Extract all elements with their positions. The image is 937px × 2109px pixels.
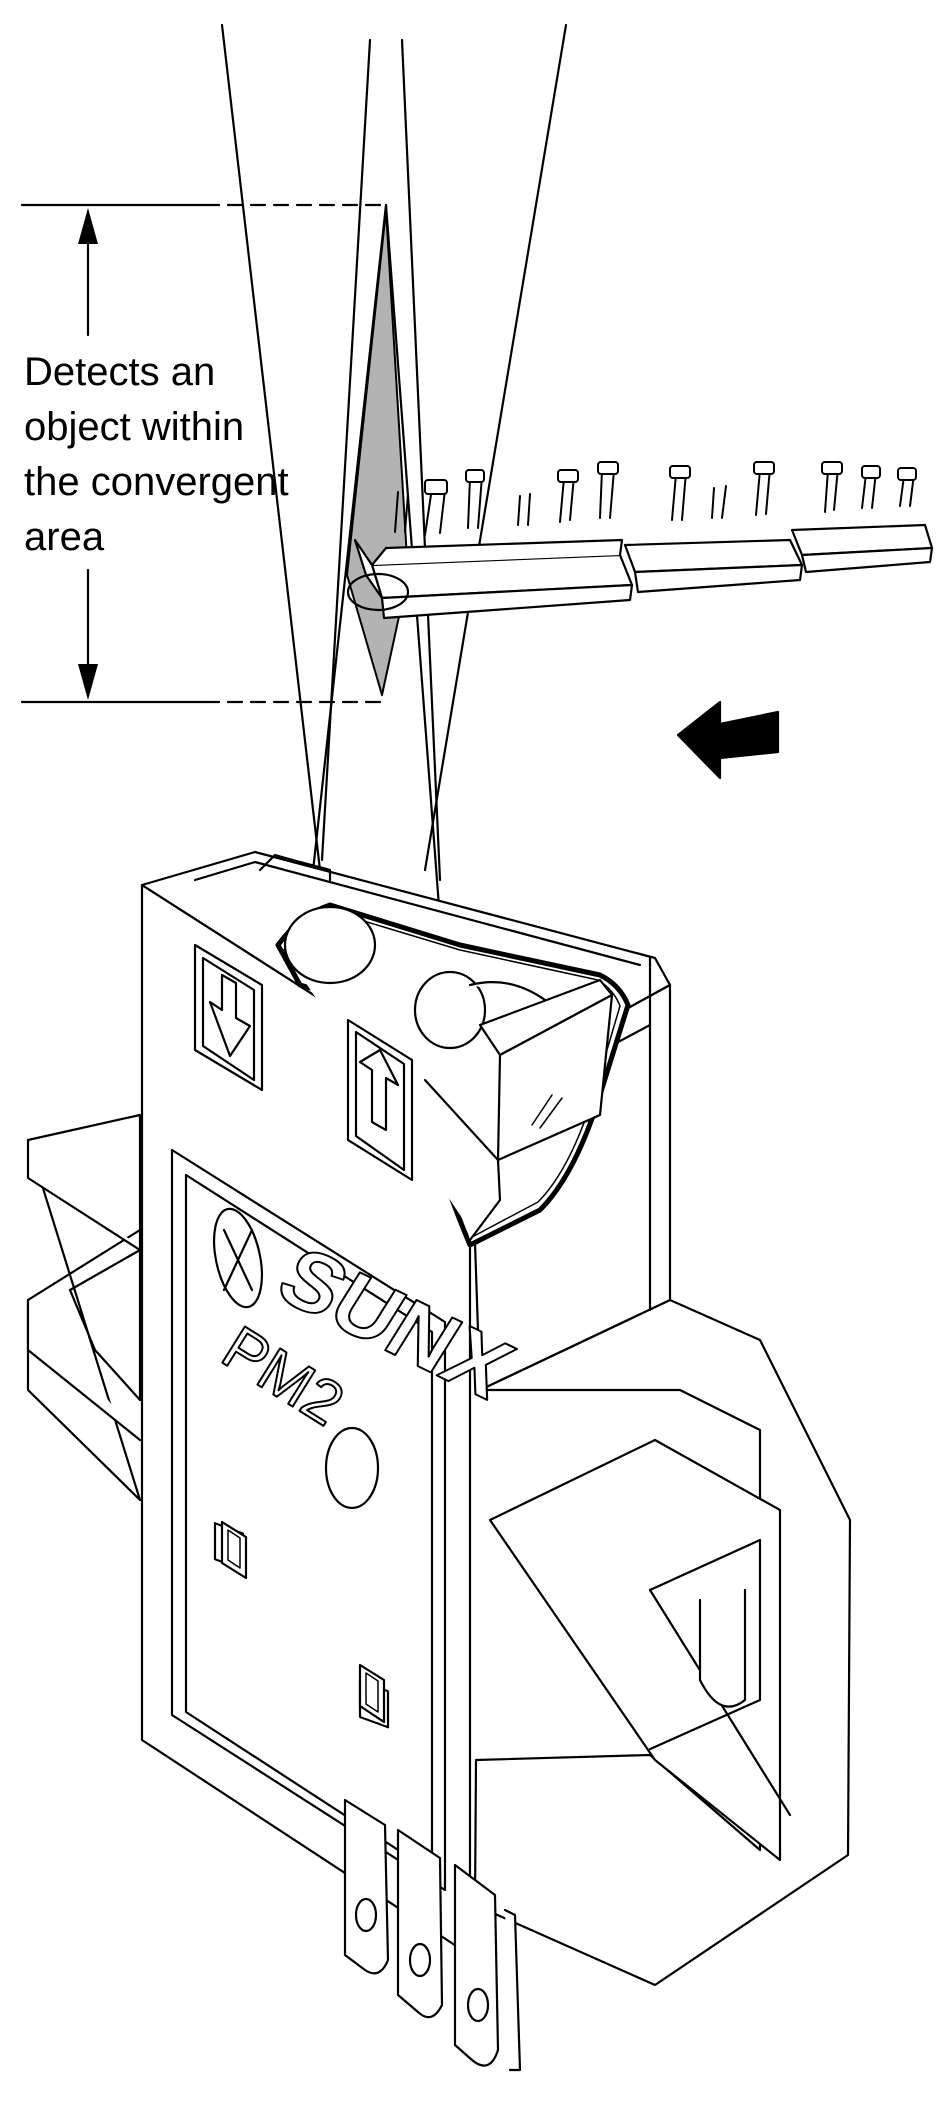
sensor-terminals [343,1798,522,2072]
sensor-left-flange [26,1113,142,1502]
sensor-top-rim [193,853,642,967]
indicator-lamp [324,1426,380,1510]
annotation-line-3: the convergent [24,460,289,504]
arrow-left-icon [676,700,780,780]
arrow-down-icon [193,943,264,1092]
dimension-marker [20,203,382,704]
ic-chip [623,538,804,594]
detected-object-outline [346,572,410,612]
terminal [453,1863,500,2067]
lens-cavity [275,902,631,1248]
ic-chip [790,523,934,574]
sunx-logo-icon [213,1207,263,1309]
arrow-up-icon [346,1018,414,1182]
annotation-text: Detects an object within the convergent … [24,350,300,559]
terminal [396,1828,444,2019]
emitter-lens [283,905,377,985]
ic-chip-strip [353,461,934,620]
receiver-lens [413,970,487,1050]
annotation-line-1: Detects an [24,350,215,394]
annotation-line-2: object within [24,405,244,449]
terminal [343,1798,390,1975]
annotation-line-4: area [24,515,105,559]
ic-pins [394,461,917,536]
ic-chip [353,538,634,620]
